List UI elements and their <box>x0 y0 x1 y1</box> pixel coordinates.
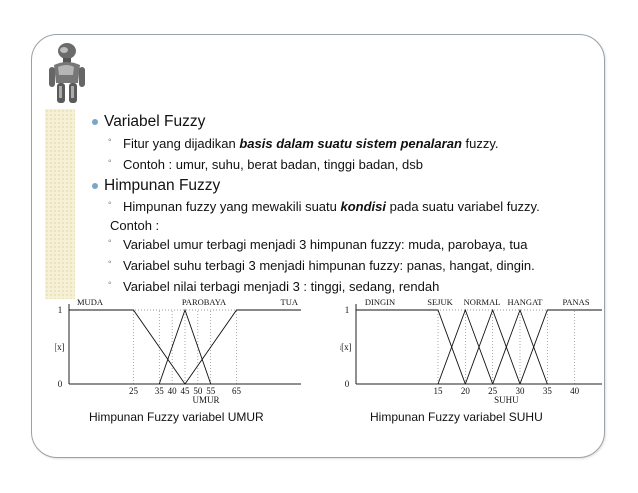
x-tick-label: 15 <box>434 386 444 396</box>
text-span: Himpunan fuzzy yang mewakili suatu <box>123 199 341 214</box>
text-span: Fitur yang dijadikan <box>123 136 240 151</box>
x-tick-label: 35 <box>543 386 553 396</box>
x-tick-label: 55 <box>206 386 216 396</box>
series-line-normal <box>464 308 521 385</box>
series-label-sejuk: SEJUK <box>427 297 453 307</box>
y-tick-label: 1 <box>58 305 63 315</box>
y-axis-label: μ[x] <box>55 342 65 352</box>
x-tick-label: 40 <box>570 386 580 396</box>
series-label-hangat: HANGAT <box>508 297 544 307</box>
series-label-normal: NORMAL <box>464 297 501 307</box>
bullet-text: Variabel suhu terbagi 3 menjadi himpunan… <box>123 258 535 273</box>
bullet-text: Variabel umur terbagi menjadi 3 himpunan… <box>123 237 528 252</box>
x-tick-label: 35 <box>155 386 165 396</box>
series-line-sejuk <box>437 308 494 385</box>
decorative-stripe <box>45 109 75 299</box>
sub-bullet-icon: ◦ <box>108 236 112 247</box>
bullet-text: Variabel nilai terbagi menjadi 3 : tingg… <box>123 279 440 294</box>
series-label-tua: TUA <box>281 297 299 307</box>
series-line-tua <box>184 309 301 385</box>
chart-caption-umur: Himpunan Fuzzy variabel UMUR <box>89 410 264 424</box>
text-span: fuzzy. <box>461 136 499 151</box>
slide-frame <box>31 34 605 458</box>
robot-logo-icon <box>46 41 88 105</box>
x-tick-label: 45 <box>181 386 191 396</box>
x-tick-label: 25 <box>129 386 139 396</box>
x-axis-label: UMUR <box>192 395 219 404</box>
chart-caption-suhu: Himpunan Fuzzy variabel SUHU <box>370 410 543 424</box>
series-label-panas: PANAS <box>562 297 589 307</box>
bullet-text: Fitur yang dijadikan basis dalam suatu s… <box>123 136 499 151</box>
x-tick-label: 25 <box>488 386 498 396</box>
x-axis-label: SUHU <box>494 395 519 404</box>
bullet-dot-icon <box>92 119 98 125</box>
series-label-parobaya: PAROBAYA <box>182 297 227 307</box>
x-tick-label: 30 <box>516 386 526 396</box>
y-tick-label: 1 <box>345 305 350 315</box>
x-tick-label: 40 <box>168 386 178 396</box>
x-tick-label: 20 <box>461 386 471 396</box>
emphasis-text: kondisi <box>340 199 387 214</box>
bullet-text: Contoh : <box>110 218 160 233</box>
sub-bullet-icon: ◦ <box>108 156 112 167</box>
x-tick-label: 65 <box>232 386 242 396</box>
series-line-muda <box>69 309 186 385</box>
bullet-text: Himpunan fuzzy yang mewakili suatu kondi… <box>123 199 540 214</box>
series-line-hangat <box>492 308 548 385</box>
y-tick-label: 0 <box>345 379 350 389</box>
sub-bullet-icon: ◦ <box>108 278 112 289</box>
sub-bullet-icon: ◦ <box>108 257 112 268</box>
series-label-dingin: DINGIN <box>365 297 395 307</box>
bullet-text: Contoh : umur, suhu, berat badan, tinggi… <box>123 157 423 172</box>
y-tick-label: 0 <box>58 379 63 389</box>
text-span: pada suatu variabel fuzzy. <box>386 199 540 214</box>
sub-bullet-icon: ◦ <box>108 198 112 209</box>
sub-bullet-icon: ◦ <box>108 135 112 146</box>
y-axis-label: μ[x] <box>340 342 352 352</box>
heading-bullet: Himpunan Fuzzy <box>104 177 221 194</box>
bullet-dot-icon <box>92 183 98 189</box>
series-line-panas <box>519 309 602 385</box>
heading-bullet: Variabel Fuzzy <box>104 113 206 130</box>
emphasis-text: basis dalam suatu sistem penalaran <box>239 136 462 151</box>
series-label-muda: MUDA <box>77 297 104 307</box>
x-tick-label: 50 <box>193 386 203 396</box>
series-line-dingin <box>356 309 466 385</box>
